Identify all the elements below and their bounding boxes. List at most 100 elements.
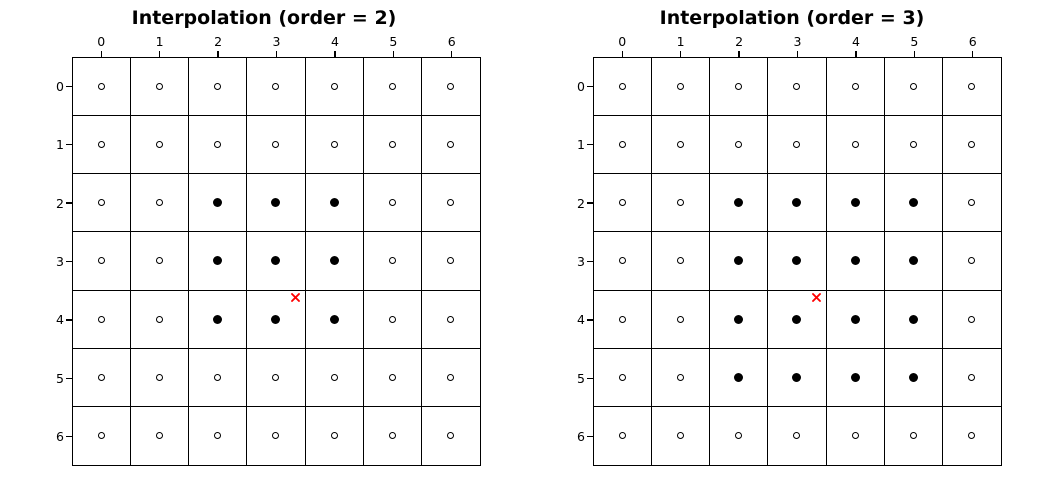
open-node-marker bbox=[677, 199, 685, 207]
grid-cell bbox=[131, 406, 190, 465]
grid-cell bbox=[710, 290, 769, 349]
filled-node-marker bbox=[850, 198, 860, 208]
open-node-marker bbox=[447, 373, 455, 381]
grid-cell bbox=[363, 290, 422, 349]
filled-node-marker bbox=[850, 372, 860, 382]
grid-cell bbox=[826, 348, 885, 407]
grid-cell bbox=[826, 232, 885, 291]
x-tick-mark bbox=[423, 51, 481, 57]
filled-node-marker bbox=[734, 256, 744, 266]
open-node-marker bbox=[447, 199, 455, 207]
open-node-marker bbox=[156, 373, 164, 381]
grid-cell bbox=[73, 116, 132, 175]
grid-cell bbox=[827, 406, 885, 465]
grid-cell bbox=[189, 290, 248, 349]
open-node-marker bbox=[793, 432, 801, 440]
y-tick-marks bbox=[66, 57, 72, 466]
open-node-marker bbox=[735, 83, 743, 91]
open-node-marker bbox=[735, 141, 743, 149]
grid-cell bbox=[131, 232, 190, 291]
grid-cell bbox=[884, 290, 943, 349]
grid-cell bbox=[768, 232, 827, 291]
filled-node-marker bbox=[271, 314, 281, 324]
grid-cell bbox=[652, 174, 711, 233]
open-node-marker bbox=[909, 141, 917, 149]
x-tick-label: 4 bbox=[851, 34, 860, 49]
open-node-marker bbox=[447, 141, 455, 149]
open-node-marker bbox=[677, 432, 685, 440]
open-node-marker bbox=[98, 373, 106, 381]
grid-cell bbox=[710, 58, 769, 117]
grid-cell bbox=[884, 174, 943, 233]
filled-node-marker bbox=[850, 314, 860, 324]
open-node-marker bbox=[388, 83, 396, 91]
grid-cell bbox=[131, 58, 190, 117]
open-node-marker bbox=[388, 141, 396, 149]
y-tick-label: 5 bbox=[577, 370, 585, 386]
filled-node-marker bbox=[792, 256, 802, 266]
filled-node-marker bbox=[271, 198, 281, 208]
filled-node-marker bbox=[213, 198, 223, 208]
grid-axes bbox=[593, 57, 1002, 466]
cell-grid bbox=[73, 58, 480, 465]
filled-node-marker bbox=[734, 198, 744, 208]
y-tick-mark bbox=[66, 174, 72, 232]
x-tick-label: 6 bbox=[447, 34, 456, 49]
open-node-marker bbox=[447, 257, 455, 265]
open-node-marker bbox=[330, 373, 338, 381]
grid-cell bbox=[421, 291, 480, 349]
grid-cell bbox=[247, 406, 306, 465]
x-tick-label: 5 bbox=[389, 34, 398, 49]
grid-cell bbox=[73, 348, 132, 407]
x-tick-mark bbox=[944, 51, 1002, 57]
filled-node-marker bbox=[908, 372, 918, 382]
grid-cell bbox=[594, 290, 653, 349]
grid-cell bbox=[768, 348, 827, 407]
x-tick-mark bbox=[72, 51, 130, 57]
x-tick-label: 4 bbox=[330, 34, 339, 49]
open-node-marker bbox=[968, 257, 976, 265]
grid-cell bbox=[826, 290, 885, 349]
grid-cell bbox=[710, 348, 769, 407]
grid-cell bbox=[189, 174, 248, 233]
grid-cell bbox=[363, 348, 422, 407]
x-tick-label: 0 bbox=[618, 34, 627, 49]
grid-cell bbox=[363, 232, 422, 291]
y-tick-label: 0 bbox=[577, 78, 585, 94]
open-node-marker bbox=[619, 432, 627, 440]
open-node-marker bbox=[851, 432, 859, 440]
grid-cell bbox=[247, 290, 306, 349]
x-tick-label: 1 bbox=[155, 34, 164, 49]
open-node-marker bbox=[388, 432, 396, 440]
x-tick-label: 3 bbox=[272, 34, 281, 49]
grid-cell bbox=[710, 406, 769, 465]
y-tick-mark bbox=[587, 408, 593, 466]
grid-cell bbox=[594, 58, 653, 117]
open-node-marker bbox=[968, 432, 976, 440]
cell-grid bbox=[594, 58, 1001, 465]
x-tick-mark bbox=[651, 51, 709, 57]
grid-cell bbox=[422, 407, 480, 465]
open-node-marker bbox=[98, 83, 106, 91]
filled-node-marker bbox=[329, 256, 339, 266]
open-node-marker bbox=[98, 141, 106, 149]
open-node-marker bbox=[98, 199, 106, 207]
grid-cell bbox=[942, 58, 1001, 117]
filled-node-marker bbox=[908, 256, 918, 266]
y-tick-mark bbox=[587, 174, 593, 232]
grid-cell bbox=[768, 58, 827, 117]
open-node-marker bbox=[98, 315, 106, 323]
y-tick-label: 6 bbox=[577, 429, 585, 445]
grid-cell bbox=[364, 406, 422, 465]
open-node-marker bbox=[677, 83, 685, 91]
grid-cell bbox=[305, 174, 364, 233]
open-node-marker bbox=[156, 257, 164, 265]
grid-cell bbox=[652, 406, 711, 465]
open-node-marker bbox=[272, 432, 280, 440]
grid-cell bbox=[768, 406, 827, 465]
grid-cell bbox=[943, 407, 1001, 465]
x-tick-label: 3 bbox=[793, 34, 802, 49]
x-tick-mark bbox=[827, 51, 885, 57]
open-node-marker bbox=[735, 432, 743, 440]
grid-cell bbox=[247, 116, 306, 175]
